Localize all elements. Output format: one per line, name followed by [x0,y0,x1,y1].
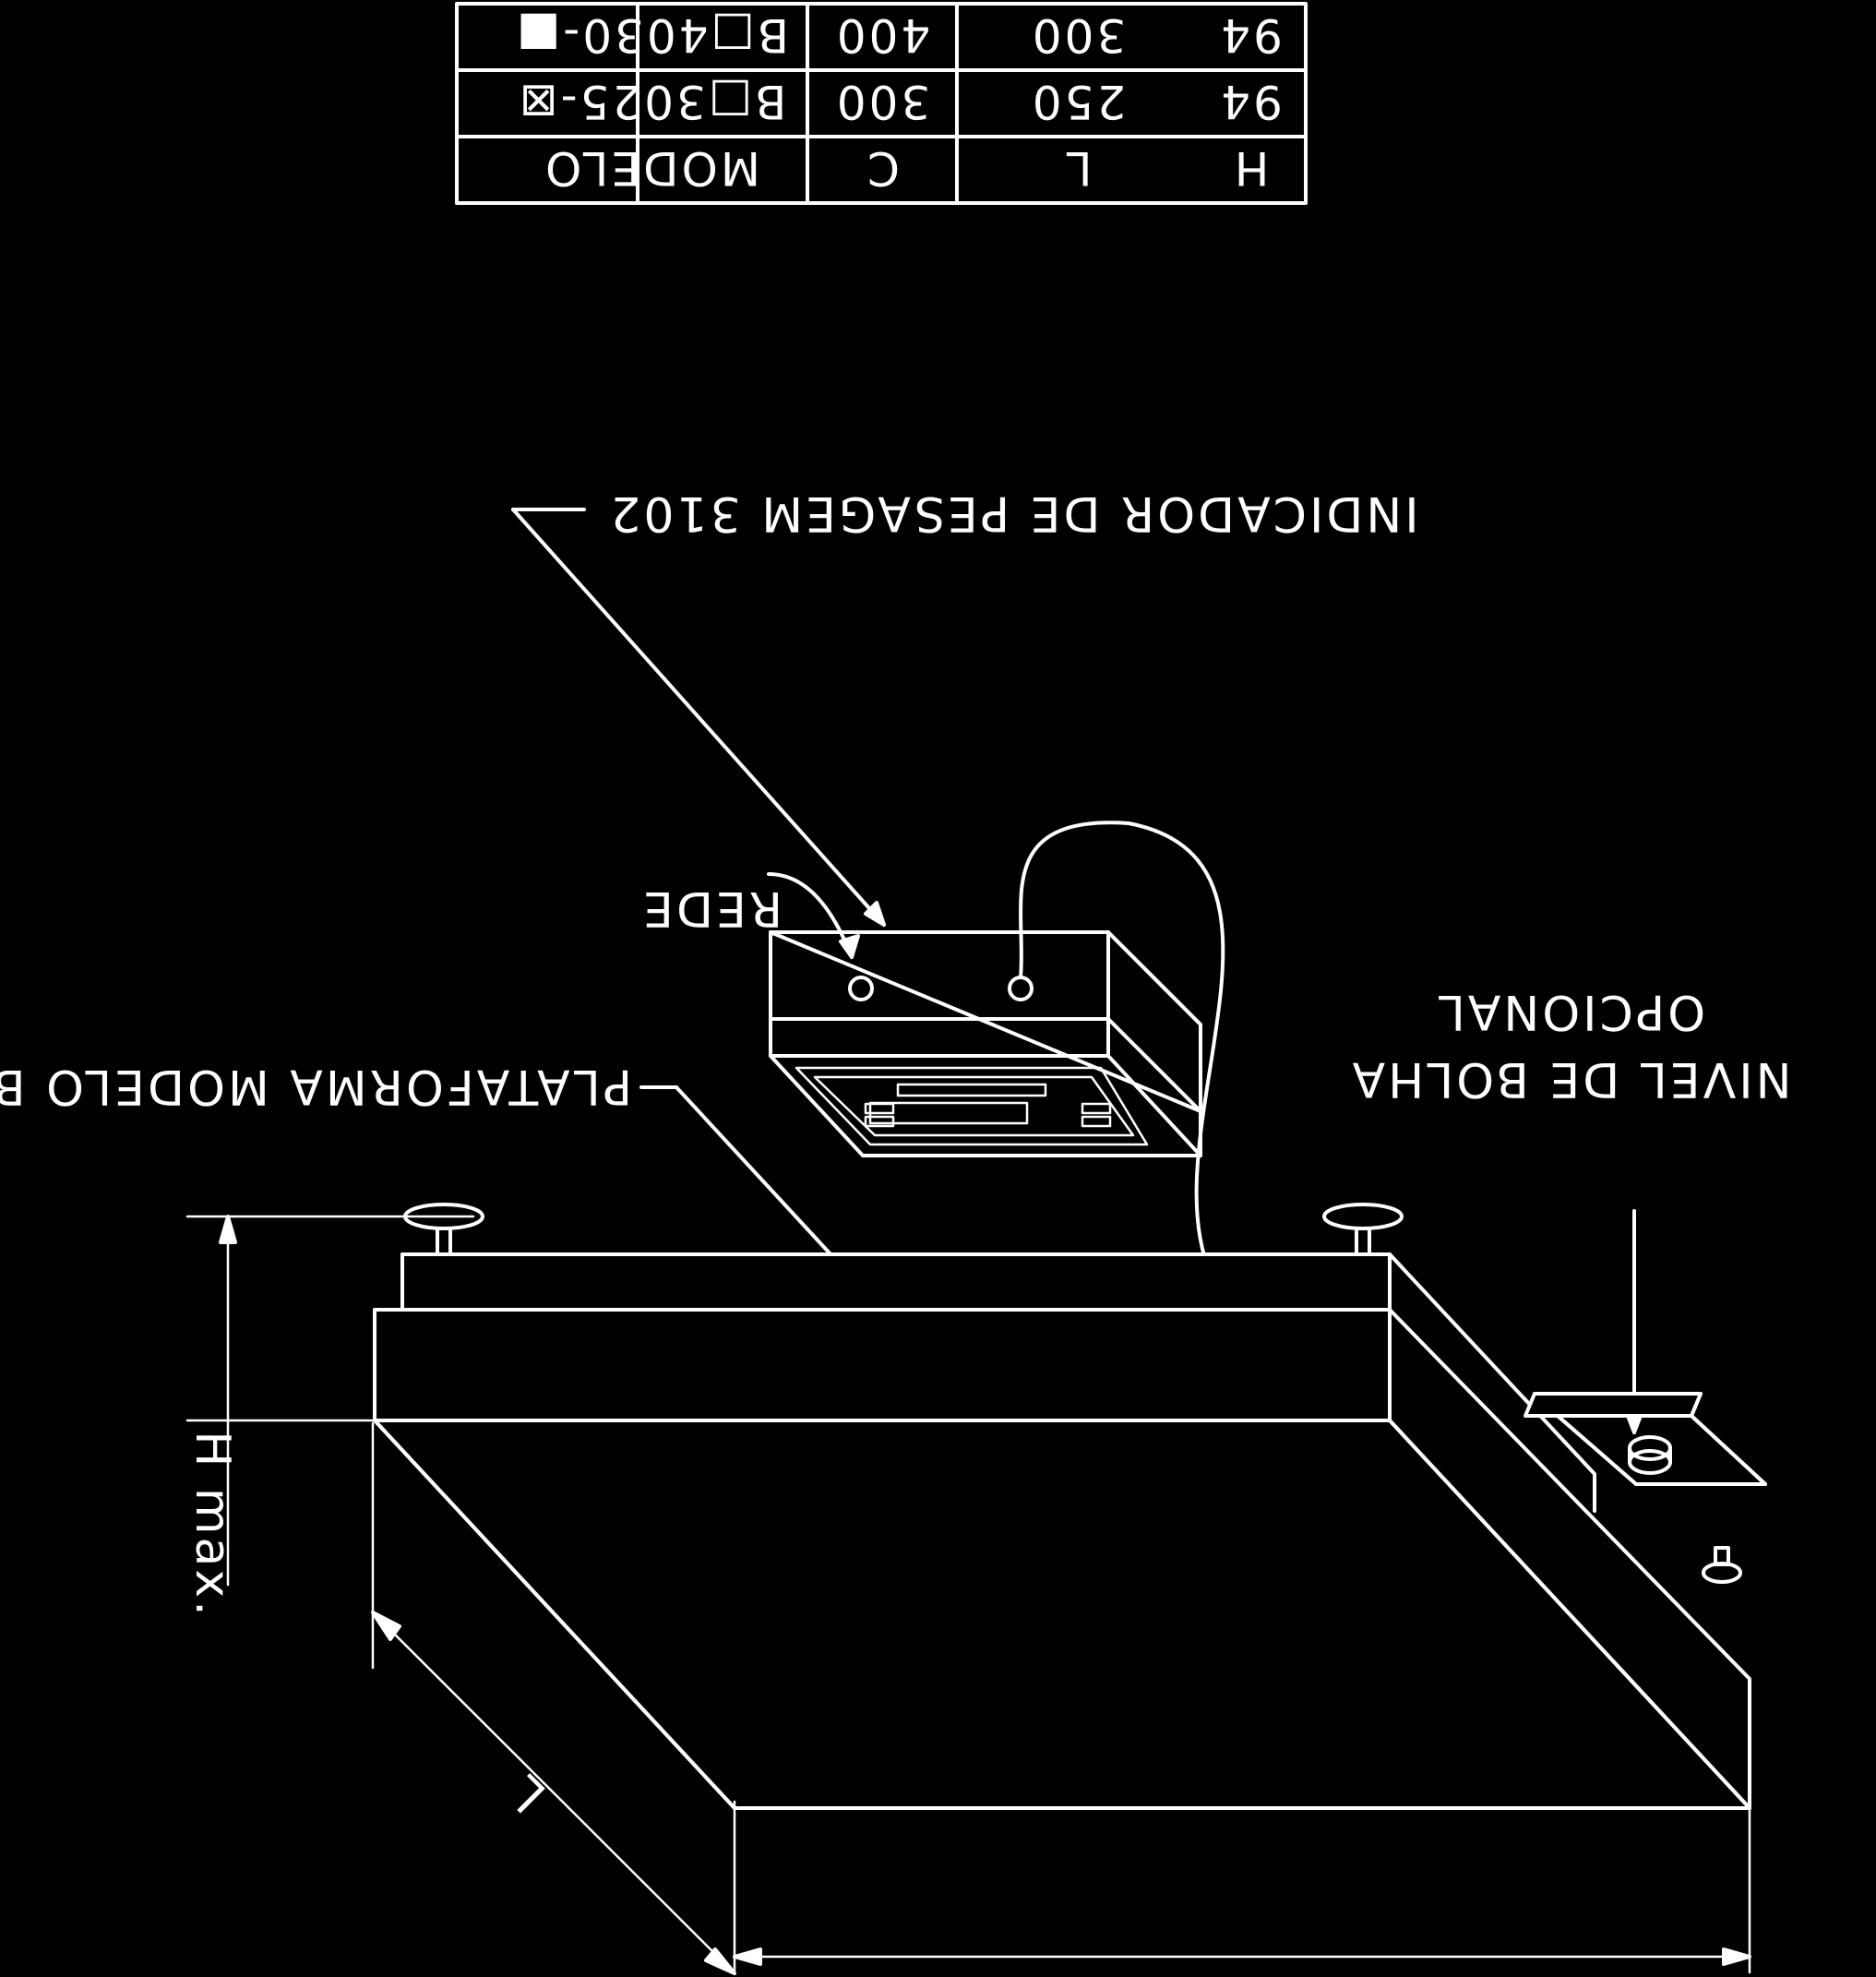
indicator-display-panel [795,1066,1149,1146]
table-header-c: C [865,141,900,195]
bubble-level [1524,1392,1767,1486]
dimension-h-label: H max. [185,1431,240,1618]
leveling-foot-right [1322,1203,1404,1256]
dimension-c: C [733,1800,1751,1977]
weighing-indicator [769,930,1202,1157]
rede-label: REDE [640,881,783,936]
table-cell-h: 94 [1218,75,1283,128]
platform [373,1203,1767,1810]
table-cell-l: 300 [1030,8,1126,62]
leveling-foot-back [1702,1546,1742,1584]
leveling-foot-left [403,1203,484,1256]
table-header-l: L [1064,141,1093,195]
platform-label: PLATAFORMA MODELO B [0,1059,632,1114]
indicator-callout: INDICADOR DE PESAGEM 3102 [511,485,1419,927]
table-cell-model: B□4030-■ [514,8,789,62]
table-cell-c: 400 [834,8,930,62]
spec-table: MODELO C L H B□3025-⊠ 300 250 94 B□4030-… [455,2,1308,205]
dimension-h: H max. [185,1215,475,1619]
level-label-line1: NIVEL DE BOLHA [1350,1051,1792,1107]
dimension-c-label: C [1224,1972,1260,1977]
indicator-label: INDICADOR DE PESAGEM 3102 [607,485,1418,541]
table-header-h: H [1232,141,1270,195]
dimension-l-label: L [496,1762,556,1822]
level-callout: NIVEL DE BOLHA OPCIONAL [1350,984,1792,1434]
level-label-line2: OPCIONAL [1436,984,1705,1039]
rede-callout: REDE [640,872,860,959]
table-cell-l: 250 [1030,75,1126,128]
table-cell-c: 300 [834,75,930,128]
power-connector-icon [848,976,874,1001]
table-cell-h: 94 [1218,8,1283,62]
cable-connector-icon [1008,976,1034,1001]
table-header-modelo: MODELO [543,141,760,195]
table-cell-model: B□3025-⊠ [517,75,787,128]
